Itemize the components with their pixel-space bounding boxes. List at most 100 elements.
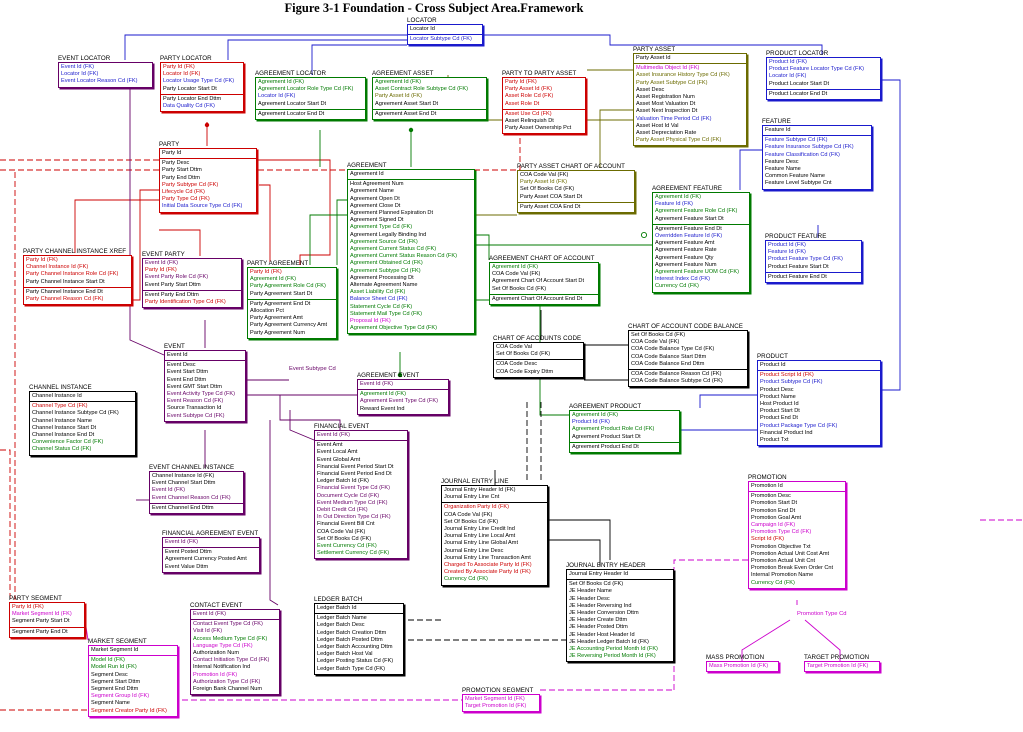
- attribute: Party Channel Instance End Dt: [26, 288, 103, 295]
- attribute: Multimedia Object Id (FK): [636, 65, 700, 72]
- attribute: Financial Event Bill Cnt: [317, 521, 375, 528]
- attribute: Agreement Id (FK): [492, 264, 539, 270]
- attribute: Journal Entry Line Global Amt: [444, 540, 518, 547]
- entity-box: Market Segment Id (FK)Target Promotion I…: [462, 694, 540, 713]
- attribute: Agreement Currency Posted Amt: [165, 556, 247, 563]
- attribute: Party Channel Reason Cd (FK): [26, 296, 104, 303]
- attribute: Created By Associate Party Id (FK): [444, 569, 531, 576]
- attribute: Event Channel Reason Cd (FK): [152, 494, 231, 501]
- attribute: Ledger Batch Creation Dttm: [317, 629, 387, 636]
- attribute: Agreement Feature End Dt: [655, 225, 722, 232]
- attribute: COA Code Balance Subtype Cd (FK): [631, 378, 723, 385]
- key-section: Event Id (FK): [358, 380, 448, 389]
- attribute: Event Global Amt: [317, 456, 361, 463]
- attribute: Ledger Batch Desc: [317, 622, 365, 629]
- entity-channel-instance[interactable]: CHANNEL INSTANCE Channel Instance Id Chann…: [29, 384, 136, 456]
- entity-name: CHANNEL INSTANCE: [29, 383, 92, 391]
- attribute: Agreement Processing Dt: [350, 274, 414, 281]
- attribute: Agreement Product End Dt: [572, 443, 639, 450]
- attribute-section: Feature Subtype Cd (FK)Feature Insurance…: [763, 135, 871, 188]
- attribute: Product Feature Start Dt: [768, 263, 829, 270]
- relationship-optional-marker: [640, 231, 648, 239]
- key-section: Market Segment Id (FK)Target Promotion I…: [463, 695, 539, 711]
- entity-name: FINANCIAL AGREEMENT EVENT: [162, 529, 259, 537]
- attribute: Agreement Id (FK): [572, 412, 619, 418]
- key-section: Product Id (FK)Feature Id (FK)Product Fe…: [766, 241, 861, 272]
- attribute: Agreement Locator Role Type Cd (FK): [258, 86, 354, 93]
- attribute: Language Type Cd (FK): [193, 642, 253, 649]
- relationship-line: [739, 149, 762, 190]
- attribute: Set Of Books Cd (FK): [569, 581, 624, 588]
- attribute: Agreement Feature Num: [655, 261, 717, 268]
- attribute: Agreement Obtained Cd (FK): [350, 260, 423, 267]
- entity-name: PRODUCT LOCATOR: [766, 49, 829, 57]
- attribute: Product Id (FK): [768, 242, 806, 248]
- relationship-line: [881, 79, 901, 391]
- entity-name: PARTY LOCATOR: [160, 54, 212, 62]
- attribute: Ledger Batch Type Cd (FK): [317, 665, 385, 672]
- attribute: Event Party End Dttm: [145, 291, 199, 298]
- attribute: Set Of Books Cd (FK): [631, 332, 686, 338]
- attribute: Promotion Objective Txt: [751, 543, 811, 550]
- attribute: Asset Liability Cd (FK): [350, 289, 406, 296]
- key-section: Channel Instance Id: [30, 392, 135, 401]
- attribute: Agreement Feature Role Cd (FK): [655, 208, 738, 215]
- key-section: Agreement Id (FK)Feature Id (FK)Agreemen…: [653, 193, 749, 224]
- attribute: Agreement Id (FK): [360, 391, 407, 398]
- attribute: Financial Product Ind: [760, 429, 813, 436]
- entity-name: AGREEMENT EVENT: [357, 371, 420, 379]
- attribute: Overridden Feature Id (FK): [655, 233, 723, 240]
- attribute: Journal Entry Line Transaction Amt: [444, 554, 531, 561]
- attribute: Channel Instance Id: [32, 393, 82, 399]
- attribute: Locator Id (FK): [61, 71, 99, 78]
- attribute: Agreement Id (FK): [258, 79, 305, 85]
- attribute: Event Id: [167, 352, 188, 358]
- attribute: Journal Entry Header Id (FK): [444, 487, 516, 493]
- attribute: Ledger Batch Host Val: [317, 651, 373, 658]
- attribute: Channel Status Cd (FK): [32, 446, 92, 453]
- entity-name: PARTY ASSET CHART OF ACCOUNT: [517, 162, 625, 170]
- attribute-section: Product Script Id (FK)Product Subtype Cd…: [758, 370, 880, 445]
- long-dashed-relationship: [0, 449, 11, 600]
